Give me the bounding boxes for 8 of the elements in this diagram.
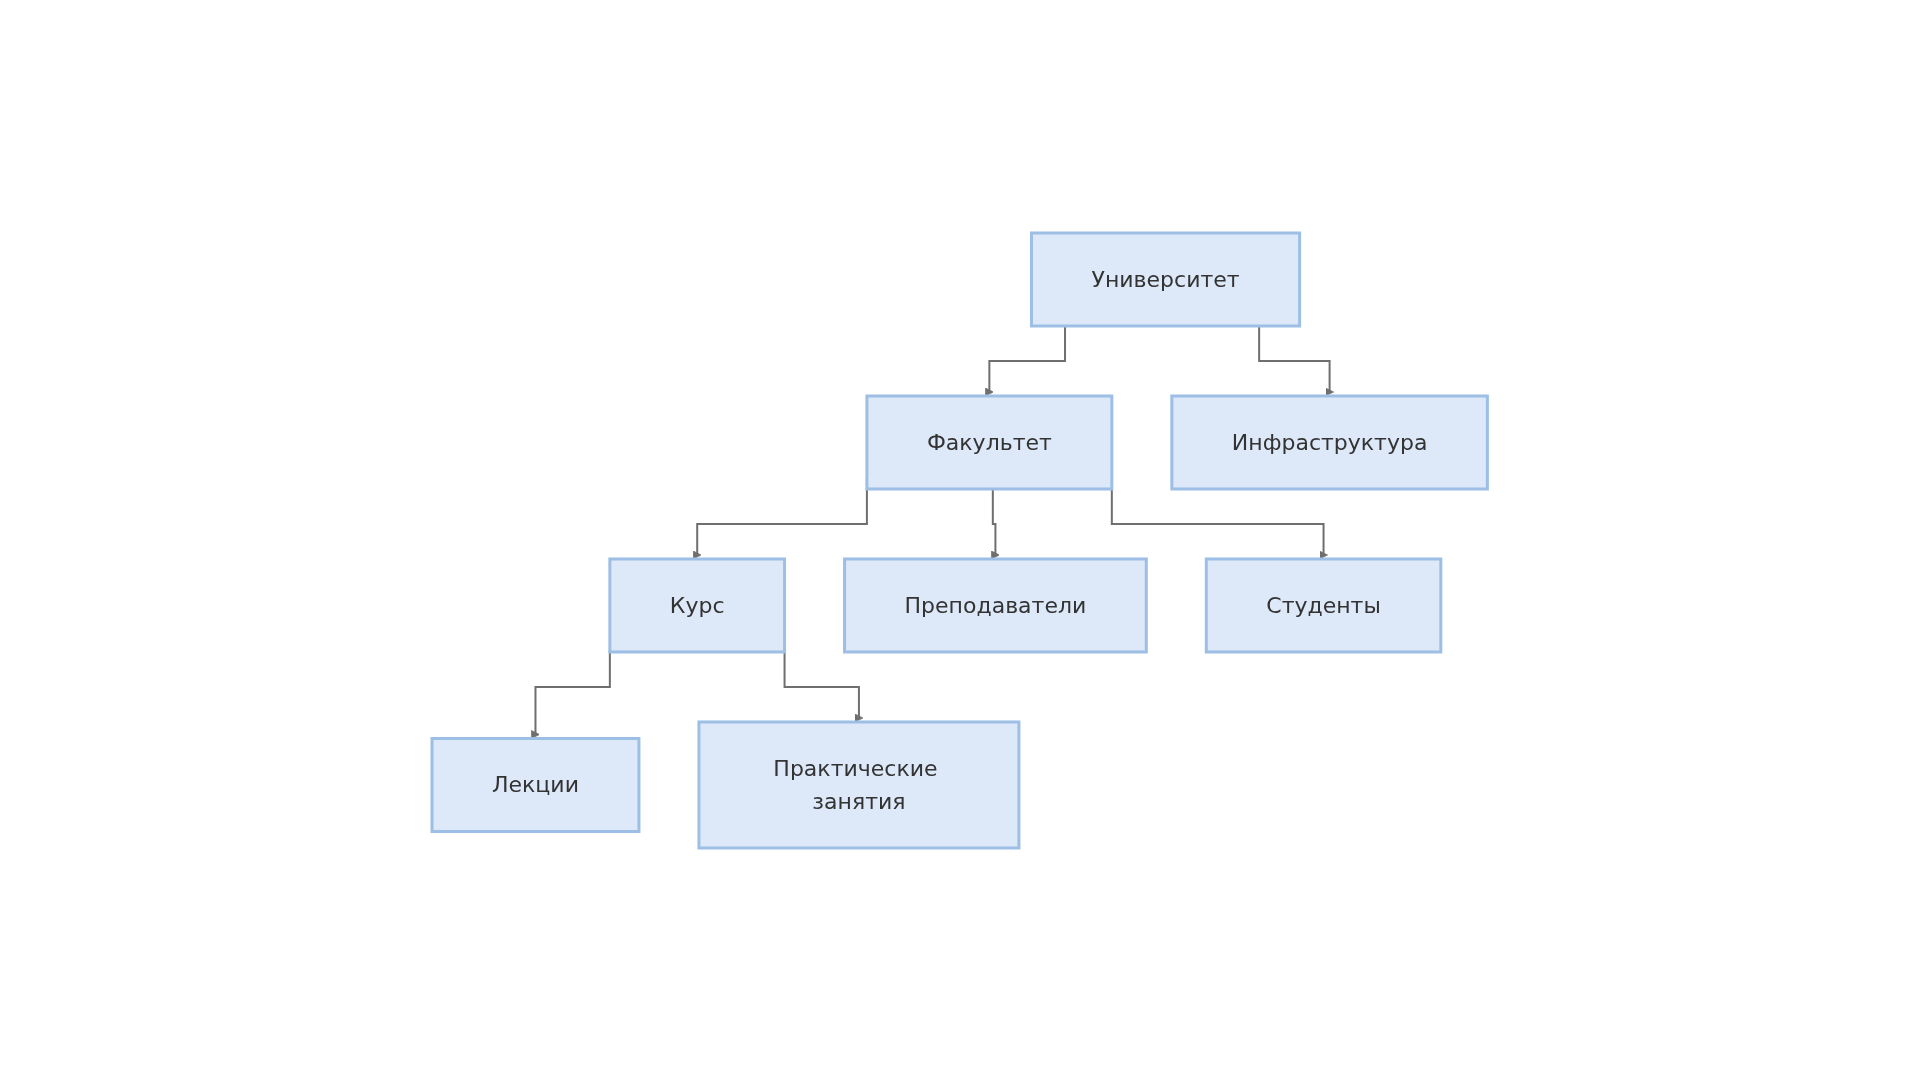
node-box: Университет — [1030, 231, 1302, 327]
node-box: Факультет — [865, 394, 1114, 490]
node-box: Курс — [608, 557, 787, 653]
node-box: Инфраструктура — [1170, 394, 1490, 490]
node-box: Лекции — [430, 736, 641, 833]
node-box: Студенты — [1205, 557, 1443, 653]
node-box: Практические занятия — [697, 720, 1021, 849]
node-box: Преподаватели — [843, 557, 1149, 653]
